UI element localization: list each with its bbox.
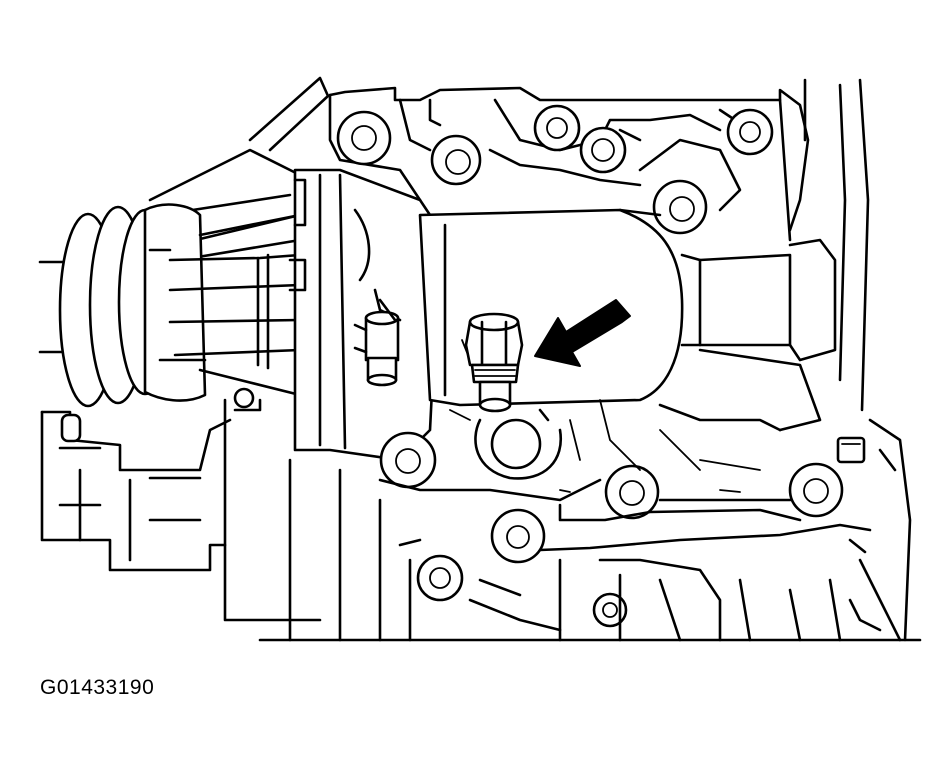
figure-id-label: G01433190: [40, 676, 155, 699]
lower-pan: [258, 418, 922, 642]
side-flange: [288, 168, 442, 462]
target-bolt: [461, 312, 524, 413]
case-bolts-top: [336, 98, 774, 235]
left-stud: [353, 298, 400, 387]
transmission-case: [328, 78, 870, 412]
detail-lines: [449, 399, 761, 493]
callout-arrow-icon: [534, 299, 631, 367]
axle-boot: [38, 203, 207, 408]
lower-bolts: [379, 408, 866, 628]
lower-left-casing: [40, 387, 322, 622]
output-shaft: [168, 213, 302, 397]
